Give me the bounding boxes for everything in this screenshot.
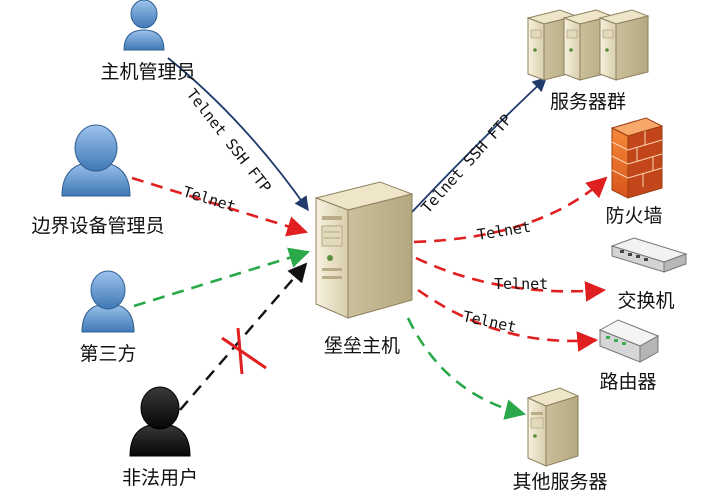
other-servers-label: 其他服务器 bbox=[512, 471, 607, 493]
bastion-server-icon bbox=[314, 181, 414, 319]
switch-node: 交换机 bbox=[610, 237, 688, 312]
firewall-label: 防火墙 bbox=[605, 205, 662, 227]
edge-label-router: Telnet bbox=[461, 307, 518, 336]
edge-label-firewall: Telnet bbox=[476, 218, 532, 244]
illegal-user-node: 非法用户 bbox=[122, 386, 198, 489]
edge-border-admin-bastion bbox=[131, 176, 308, 237]
firewall-icon bbox=[610, 117, 664, 199]
illegal-user-label: 非法用户 bbox=[122, 467, 198, 489]
server-rack-icon bbox=[526, 9, 650, 81]
server-group-node: 服务器群 bbox=[526, 9, 650, 113]
border-admin-node: 边界设备管理员 bbox=[31, 124, 165, 237]
user-icon bbox=[61, 124, 131, 197]
switch-label: 交换机 bbox=[617, 290, 674, 312]
bastion-label: 堡垒主机 bbox=[324, 335, 400, 357]
blocked-x-icon bbox=[221, 327, 267, 375]
edge-label-server-group: Telnet SSH FTP bbox=[418, 111, 516, 217]
host-admin-node: 主机管理员 bbox=[100, 0, 196, 83]
router-label: 路由器 bbox=[599, 371, 656, 393]
edge-bastion-server-group bbox=[411, 77, 548, 213]
switch-icon bbox=[610, 237, 688, 273]
edge-label-switch: Telnet bbox=[494, 275, 548, 293]
third-party-label: 第三方 bbox=[79, 343, 136, 365]
edge-label-border-admin: Telnet bbox=[181, 183, 238, 216]
edge-illegal-user-bastion bbox=[179, 262, 308, 411]
edge-bastion-switch bbox=[415, 256, 607, 302]
third-party-node: 第三方 bbox=[79, 270, 137, 365]
border-admin-label: 边界设备管理员 bbox=[31, 215, 164, 237]
firewall-node: 防火墙 bbox=[605, 117, 664, 227]
bastion-node: 堡垒主机 bbox=[314, 181, 414, 357]
edge-third-party-bastion bbox=[133, 247, 310, 308]
router-node: 路由器 bbox=[598, 319, 660, 393]
router-icon bbox=[598, 319, 660, 363]
edge-host-admin-bastion bbox=[167, 57, 309, 212]
user-icon bbox=[123, 0, 165, 51]
server-icon bbox=[526, 387, 580, 467]
edges-layer bbox=[131, 57, 608, 420]
user-icon bbox=[129, 386, 191, 457]
host-admin-label: 主机管理员 bbox=[100, 61, 195, 83]
edge-label-host-admin: Telnet SSH FTP bbox=[183, 85, 275, 196]
other-servers-node: 其他服务器 bbox=[512, 387, 608, 493]
user-icon bbox=[81, 270, 135, 333]
edge-bastion-router bbox=[417, 288, 599, 352]
server-group-label: 服务器群 bbox=[550, 91, 626, 113]
edge-bastion-firewall bbox=[413, 176, 608, 244]
